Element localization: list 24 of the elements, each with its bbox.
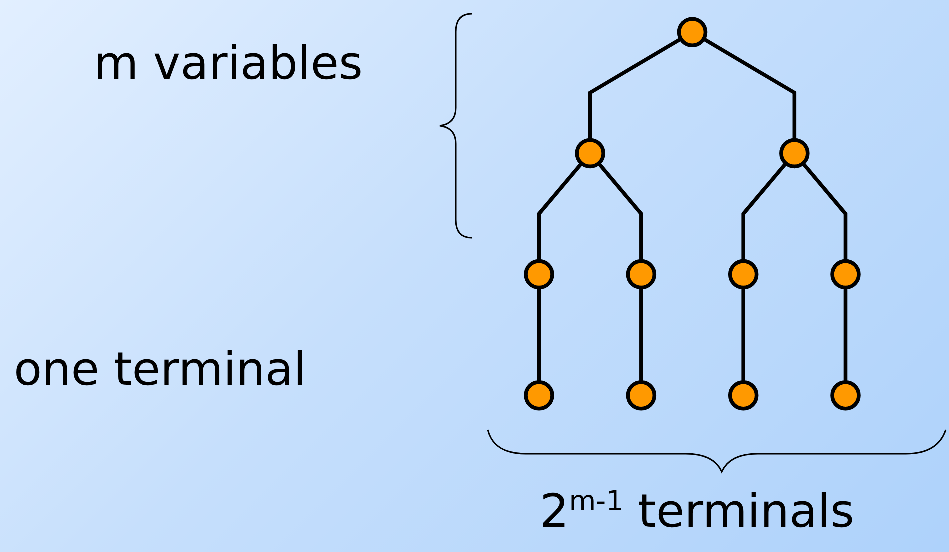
connector	[742, 288, 746, 382]
node-circle	[626, 380, 657, 411]
annotation-label: 2$^{m-1}$ terminals	[540, 486, 854, 537]
node-circle	[575, 138, 606, 169]
node-circle	[677, 17, 708, 48]
connector	[597, 162, 644, 262]
node-circle	[728, 259, 759, 290]
node-circle	[830, 380, 861, 411]
connector	[702, 38, 797, 140]
connector	[537, 288, 542, 382]
node-circle	[728, 380, 759, 411]
connector	[537, 162, 584, 262]
node-circle	[626, 259, 657, 290]
connector	[640, 288, 644, 382]
annotation-label: one terminal	[14, 344, 306, 395]
connector	[742, 162, 788, 262]
annotation-label: m variables	[94, 38, 363, 89]
connector	[802, 162, 848, 262]
node-circle	[780, 138, 810, 169]
node-circle	[524, 259, 554, 290]
node-circle	[830, 259, 861, 290]
connector	[844, 288, 848, 382]
node-circle	[524, 380, 554, 411]
connector	[588, 38, 682, 140]
